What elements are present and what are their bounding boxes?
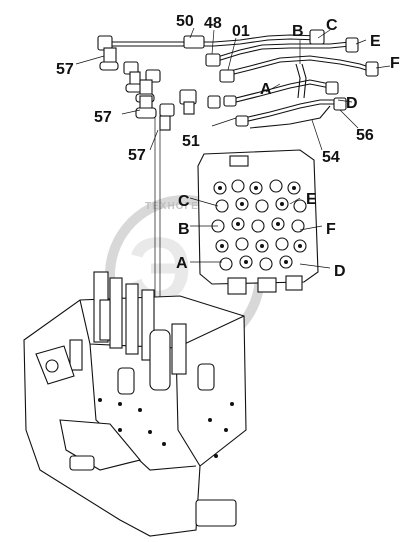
label-E-top: E	[370, 33, 381, 50]
hose-bundle-top	[110, 34, 373, 129]
leader-lines	[75, 27, 391, 269]
watermark-text: ТЕХНОГЕНЕЗИС	[145, 201, 238, 212]
callout-labels: 57 50 48 01 B C E F 57 A D 56 51 57 54 C…	[56, 13, 400, 280]
label-51: 51	[182, 133, 200, 150]
label-F-top: F	[390, 55, 400, 72]
label-F-block: F	[326, 221, 336, 238]
label-D-top: D	[346, 95, 358, 112]
label-C-block: C	[178, 193, 190, 210]
pilot-valve-block	[197, 149, 319, 295]
label-B-top: B	[292, 23, 304, 40]
label-01: 01	[232, 23, 250, 40]
label-B-block: B	[178, 221, 190, 238]
label-A-top: A	[260, 81, 272, 98]
label-48: 48	[204, 15, 222, 32]
label-57-low: 57	[128, 147, 146, 164]
label-57-mid: 57	[94, 109, 112, 126]
label-50: 50	[176, 13, 194, 30]
label-C-top: C	[326, 17, 338, 34]
label-57-top: 57	[56, 61, 74, 78]
fittings	[97, 29, 379, 131]
label-A-block: A	[176, 255, 188, 272]
label-D-block: D	[334, 263, 346, 280]
label-56: 56	[356, 127, 374, 144]
main-control-valve	[23, 271, 247, 537]
label-E-block: E	[306, 191, 317, 208]
label-54: 54	[322, 149, 340, 166]
